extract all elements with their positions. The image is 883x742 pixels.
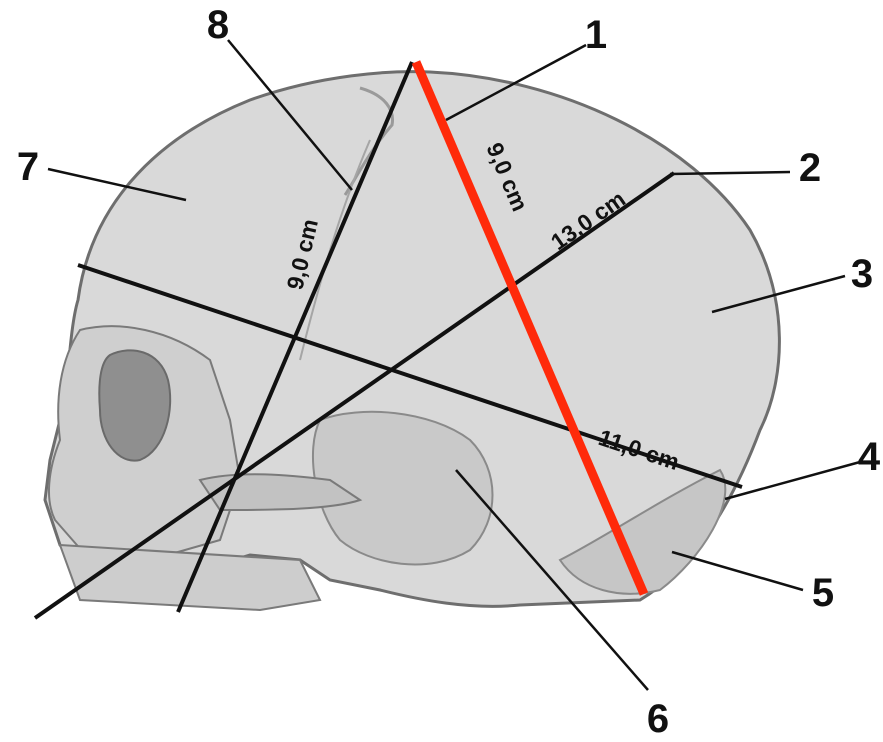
label-8: 8 [207,3,229,47]
label-5: 5 [812,571,834,615]
skull-illustration [45,72,779,610]
orbit [99,350,170,460]
label-7: 7 [17,145,39,189]
label-6: 6 [647,697,669,741]
label-1: 1 [585,13,607,57]
leader-line-5 [672,552,803,590]
label-4: 4 [858,435,881,479]
label-2: 2 [799,146,821,190]
label-3: 3 [851,252,873,296]
